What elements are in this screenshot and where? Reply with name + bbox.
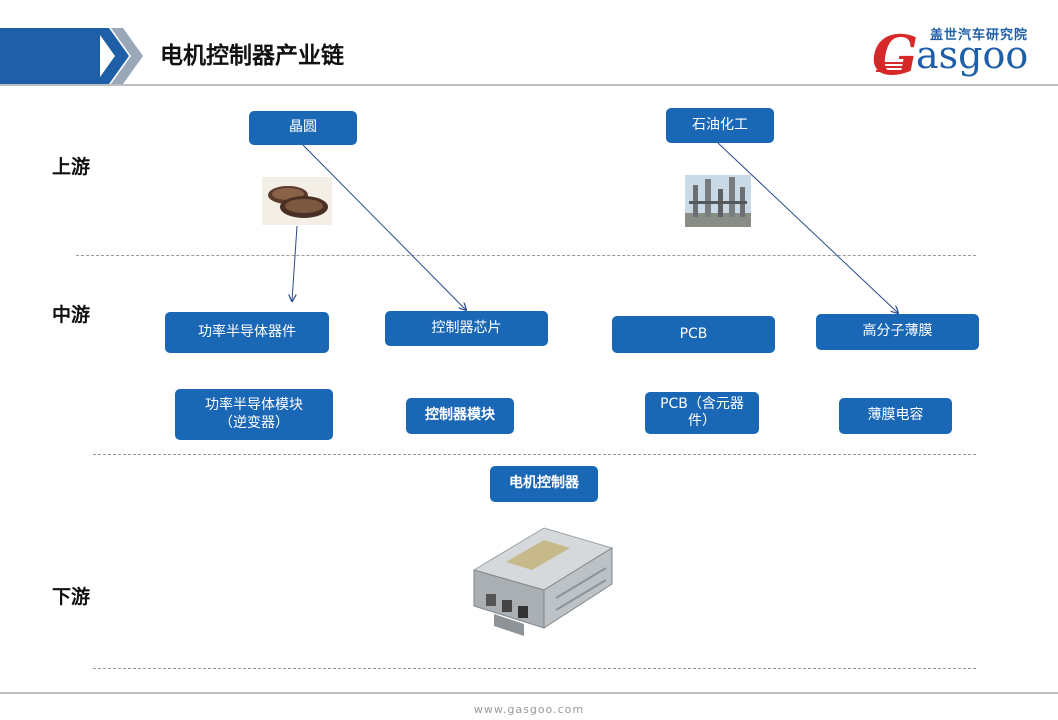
header-accent-bar bbox=[0, 28, 100, 84]
logo-chinese-text: 盖世汽车研究院 bbox=[930, 28, 1029, 43]
stage-downstream-label: 下游 bbox=[52, 586, 91, 608]
film-capacitor-box: 薄膜电容 bbox=[839, 398, 952, 434]
header-divider bbox=[0, 84, 1058, 86]
footer-divider bbox=[0, 692, 1058, 694]
logo-g-letter: G bbox=[872, 23, 919, 87]
footer-url: www.gasgoo.com bbox=[473, 703, 585, 716]
power-module-box: 功率半导体模块（逆变器） bbox=[175, 389, 333, 440]
controller-chip-box: 控制器芯片 bbox=[385, 311, 548, 346]
downstream-bottom-divider bbox=[93, 668, 976, 669]
chevron-decoration-icon bbox=[95, 28, 143, 84]
polymer-film-box: 高分子薄膜 bbox=[816, 314, 979, 350]
pcb-assembly-box: PCB（含元器件） bbox=[645, 392, 759, 434]
stage-midstream-label: 中游 bbox=[52, 304, 91, 326]
logo-wordmark: asgoo bbox=[916, 33, 1029, 77]
midstream-downstream-divider bbox=[93, 454, 976, 455]
wafer-box: 晶圆 bbox=[249, 111, 357, 145]
motor-controller-box: 电机控制器 bbox=[490, 466, 598, 502]
page-title: 电机控制器产业链 bbox=[160, 43, 344, 69]
arrow-wafer-to-power-semi bbox=[292, 225, 298, 301]
upstream-midstream-divider bbox=[76, 255, 976, 256]
petrochem-box: 石油化工 bbox=[666, 108, 774, 143]
stage-upstream-label: 上游 bbox=[52, 156, 91, 178]
controller-module-box: 控制器模块 bbox=[406, 398, 514, 434]
wafer-image bbox=[262, 177, 332, 225]
arrow-petrochem-to-film bbox=[717, 142, 898, 313]
logo-stripes-icon bbox=[876, 62, 908, 74]
arrow-wafer-to-ctrl-chip bbox=[302, 144, 466, 310]
power-semiconductor-box: 功率半导体器件 bbox=[165, 312, 329, 353]
gasgoo-logo: 盖世汽车研究院 G asgoo bbox=[872, 24, 1042, 86]
pcb-box: PCB bbox=[612, 316, 775, 353]
refinery-image bbox=[685, 175, 751, 227]
motor-controller-image bbox=[472, 527, 614, 636]
